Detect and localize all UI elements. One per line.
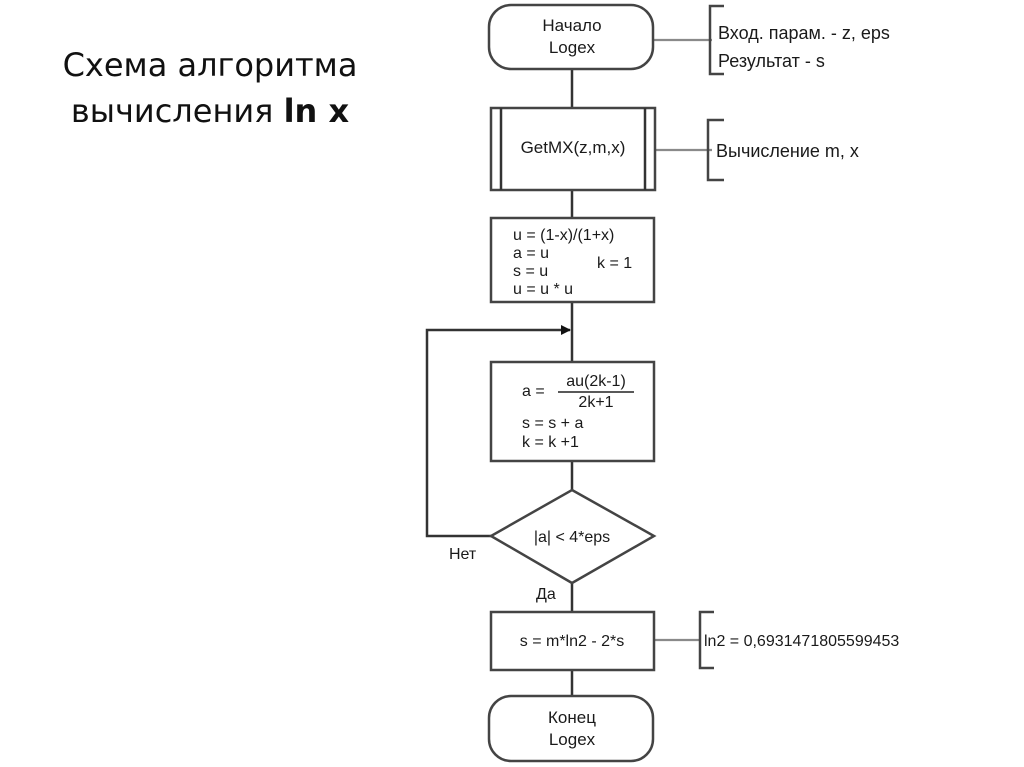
decision-yes-label: Да — [536, 586, 556, 603]
init-side-value: k = 1 — [597, 255, 632, 272]
loop-body-block — [489, 360, 656, 463]
init-line-4: u = u * u — [513, 281, 573, 298]
result-block — [489, 610, 656, 672]
result-note-bracket — [698, 610, 714, 670]
subroutine-label: GetMX(z,m,x) — [521, 138, 626, 157]
decision-no-label: Нет — [449, 546, 477, 563]
start-note-bracket — [708, 4, 724, 76]
decision-diamond — [488, 488, 657, 585]
loop-a-numerator: au(2k-1) — [566, 373, 626, 390]
end-label-line-2: Logex — [549, 730, 596, 749]
loop-line-2: s = s + a — [522, 415, 583, 432]
start-terminator — [487, 3, 655, 71]
init-line-3: s = u — [513, 263, 548, 280]
sub-note-bracket — [706, 118, 724, 182]
subroutine-note: Вычисление m, x — [716, 141, 859, 161]
title-line-2-prefix: вычисления — [70, 92, 284, 130]
title-line-1: Схема алгоритма — [62, 46, 358, 84]
result-note: ln2 = 0,6931471805599453 — [704, 633, 899, 650]
title-line-2: вычисления ln x — [30, 88, 390, 134]
end-label-line-1: Конец — [548, 708, 596, 727]
start-label-line-1: Начало — [542, 16, 601, 35]
init-line-2: a = u — [513, 245, 549, 262]
start-label-line-2: Logex — [549, 38, 596, 57]
start-note-line-2: Результат - s — [718, 51, 825, 71]
loop-back-arrow — [425, 325, 571, 538]
init-line-1: u = (1-x)/(1+x) — [513, 227, 614, 244]
decision-label: |a| < 4*eps — [534, 529, 610, 546]
end-terminator — [487, 694, 655, 763]
loop-a-denominator: 2k+1 — [578, 394, 613, 411]
loop-line-3: k = k +1 — [522, 434, 579, 451]
title-line-2-bold: ln x — [283, 92, 350, 130]
init-block — [489, 216, 656, 304]
slide-title: Схема алгоритма вычисления ln x — [30, 42, 390, 134]
loop-a-lhs: a = — [522, 383, 545, 400]
subroutine-block — [489, 106, 657, 192]
result-label: s = m*ln2 - 2*s — [520, 633, 624, 650]
start-note-line-1: Вход. парам. - z, eps — [718, 23, 890, 43]
